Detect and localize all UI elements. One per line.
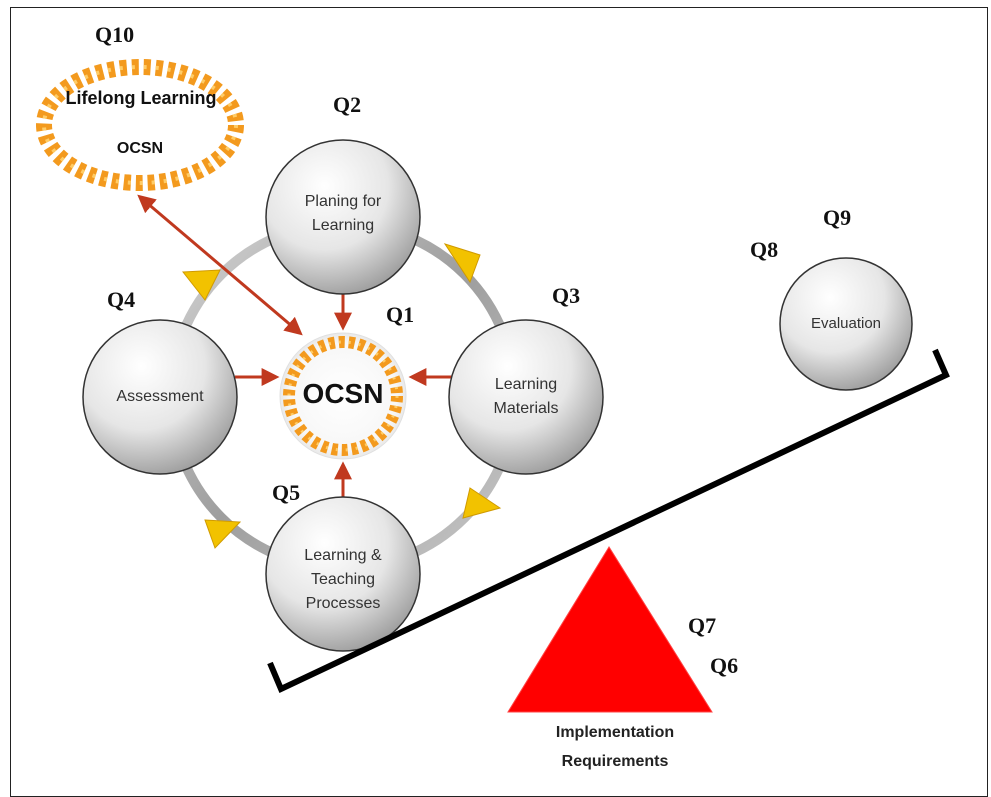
- chevron-bottom-left: [204, 519, 242, 549]
- fulcrum-triangle: [507, 546, 713, 713]
- node-planning-label: Planing for Learning: [304, 193, 382, 234]
- label-q3: Q3: [552, 283, 581, 308]
- node-assessment-label: Assessment: [116, 388, 204, 405]
- center-node-label: OCSN: [302, 378, 384, 409]
- lifelong-people-ring: [36, 59, 244, 191]
- lifelong-title: Lifelong Learning: [65, 88, 217, 108]
- node-materials-label: Learning Materials: [493, 376, 559, 417]
- center-node: [279, 332, 407, 460]
- node-evaluation-label: Evaluation: [810, 315, 882, 332]
- node-materials-ball: [448, 319, 604, 475]
- node-processes-ball: [265, 496, 421, 652]
- node-balls: [82, 139, 913, 652]
- fulcrum-label: Implementation Requirements: [555, 724, 675, 770]
- lifelong-subtitle: OCSN: [116, 140, 164, 157]
- label-q8: Q8: [750, 237, 779, 262]
- label-q9: Q9: [823, 205, 852, 230]
- node-evaluation-ball: [779, 257, 913, 391]
- chevron-top-right: [443, 243, 481, 284]
- seesaw-beam: [267, 348, 950, 694]
- label-q4: Q4: [107, 287, 136, 312]
- node-processes-label: Learning & Teaching Processes: [304, 547, 382, 612]
- label-q7: Q7: [688, 613, 717, 638]
- arrow-lifelong-center: [137, 194, 303, 336]
- label-q5: Q5: [272, 480, 301, 505]
- chevron-bottom-right: [462, 487, 502, 519]
- label-q6: Q6: [710, 653, 739, 678]
- node-planning-ball: [265, 139, 421, 295]
- label-q10: Q10: [95, 22, 135, 47]
- node-assessment-ball: [82, 319, 238, 475]
- label-q1: Q1: [386, 302, 415, 327]
- label-q2: Q2: [333, 92, 362, 117]
